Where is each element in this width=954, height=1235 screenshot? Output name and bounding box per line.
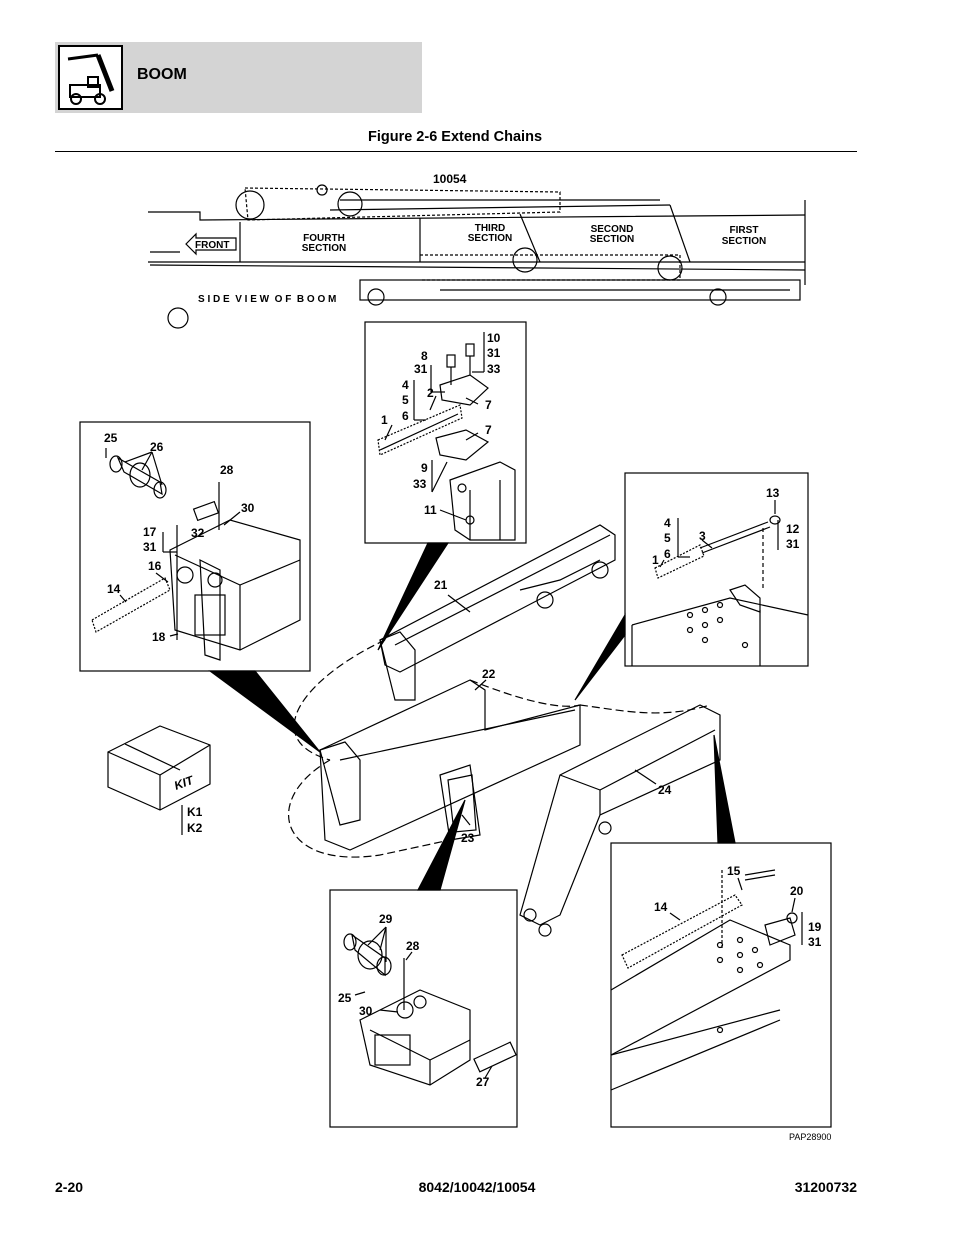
top-detail-drawing xyxy=(377,332,516,541)
callout-31: 31 xyxy=(414,362,428,376)
pointer-bottom-right xyxy=(713,734,736,844)
kit-item-k1: K1 xyxy=(187,805,203,819)
drawing-code: PAP28900 xyxy=(789,1132,831,1142)
callout-11: 11 xyxy=(424,503,437,517)
callout-29: 29 xyxy=(379,912,393,926)
pointer-left xyxy=(208,670,321,753)
callout-31: 31 xyxy=(786,537,800,551)
callout-28: 28 xyxy=(406,939,420,953)
bottom-right-detail-box xyxy=(610,842,832,1128)
callout-31: 31 xyxy=(487,346,501,360)
side-view-caption: S I D E V I E W O F B O O M xyxy=(198,294,336,305)
callout-10: 10 xyxy=(487,331,501,345)
kit-box xyxy=(107,725,211,835)
callout-5: 5 xyxy=(664,531,671,545)
callout-12: 12 xyxy=(786,522,800,536)
bottom-left-detail-drawing xyxy=(343,926,517,1086)
callout-23: 23 xyxy=(461,831,475,845)
bottom-left-detail-box xyxy=(329,889,518,1128)
callout-31: 31 xyxy=(143,540,157,554)
first-section-label-1: FIRST xyxy=(730,225,759,236)
callout-22: 22 xyxy=(482,667,496,681)
left-detail-box xyxy=(79,421,311,672)
callout-18: 18 xyxy=(152,630,166,644)
telehandler-icon xyxy=(58,45,123,110)
callout-25: 25 xyxy=(104,431,118,445)
model-callout: 10054 xyxy=(433,172,467,186)
callout-25: 25 xyxy=(338,991,352,1005)
page-number: 2-20 xyxy=(55,1179,84,1195)
callout-7: 7 xyxy=(485,398,492,412)
side-view-of-boom xyxy=(148,184,806,329)
figure-title: Figure 2-6 Extend Chains xyxy=(367,129,543,145)
callout-6: 6 xyxy=(664,547,671,561)
callout-32: 32 xyxy=(191,526,205,540)
callout-30: 30 xyxy=(241,501,255,515)
callout-17: 17 xyxy=(143,525,157,539)
third-section-label-2: SECTION xyxy=(468,233,512,244)
pointer-right xyxy=(574,612,626,701)
callout-33: 33 xyxy=(413,477,427,491)
callout-21: 21 xyxy=(434,578,448,592)
document-number: 31200732 xyxy=(794,1179,857,1195)
callout-1: 1 xyxy=(381,413,388,427)
callout-30: 30 xyxy=(359,1004,373,1018)
second-section-label-1: SECOND xyxy=(591,224,634,235)
callout-20: 20 xyxy=(790,884,804,898)
callout-14: 14 xyxy=(107,582,121,596)
kit-item-k2: K2 xyxy=(187,821,203,835)
callout-5: 5 xyxy=(402,393,409,407)
callout-16: 16 xyxy=(148,559,162,573)
right-detail-drawing xyxy=(631,500,809,666)
callout-24: 24 xyxy=(658,783,672,797)
right-detail-box xyxy=(624,472,809,667)
callout-9: 9 xyxy=(421,461,428,475)
callout-28: 28 xyxy=(220,463,234,477)
callout-14: 14 xyxy=(654,900,668,914)
bottom-right-detail-drawing xyxy=(610,869,803,1091)
pointer-top xyxy=(377,542,450,651)
main-assembly xyxy=(288,524,721,937)
model-numbers: 8042/10042/10054 xyxy=(418,1179,536,1195)
callout-13: 13 xyxy=(766,486,780,500)
callout-6: 6 xyxy=(402,409,409,423)
callout-3: 3 xyxy=(699,529,706,543)
section-title: BOOM xyxy=(137,66,187,83)
header-band: BOOM xyxy=(55,42,422,113)
callout-15: 15 xyxy=(727,864,741,878)
header-rule xyxy=(55,151,857,152)
second-section-label-2: SECTION xyxy=(590,234,634,245)
callout-27: 27 xyxy=(476,1075,490,1089)
fourth-section-label-1: FOURTH xyxy=(303,233,345,244)
callout-31: 31 xyxy=(808,935,822,949)
callout-26: 26 xyxy=(150,440,164,454)
callout-4: 4 xyxy=(402,378,409,392)
left-detail-drawing xyxy=(91,448,301,661)
callout-1: 1 xyxy=(652,553,659,567)
callout-7: 7 xyxy=(485,423,492,437)
callout-8: 8 xyxy=(421,349,428,363)
first-section-label-2: SECTION xyxy=(722,236,766,247)
front-label: FRONT xyxy=(195,240,229,251)
callout-2: 2 xyxy=(427,386,434,400)
callout-19: 19 xyxy=(808,920,822,934)
third-section-label-1: THIRD xyxy=(475,223,506,234)
kit-label: KIT xyxy=(172,772,197,792)
callout-33: 33 xyxy=(487,362,501,376)
fourth-section-label-2: SECTION xyxy=(302,243,346,254)
callout-4: 4 xyxy=(664,516,671,530)
